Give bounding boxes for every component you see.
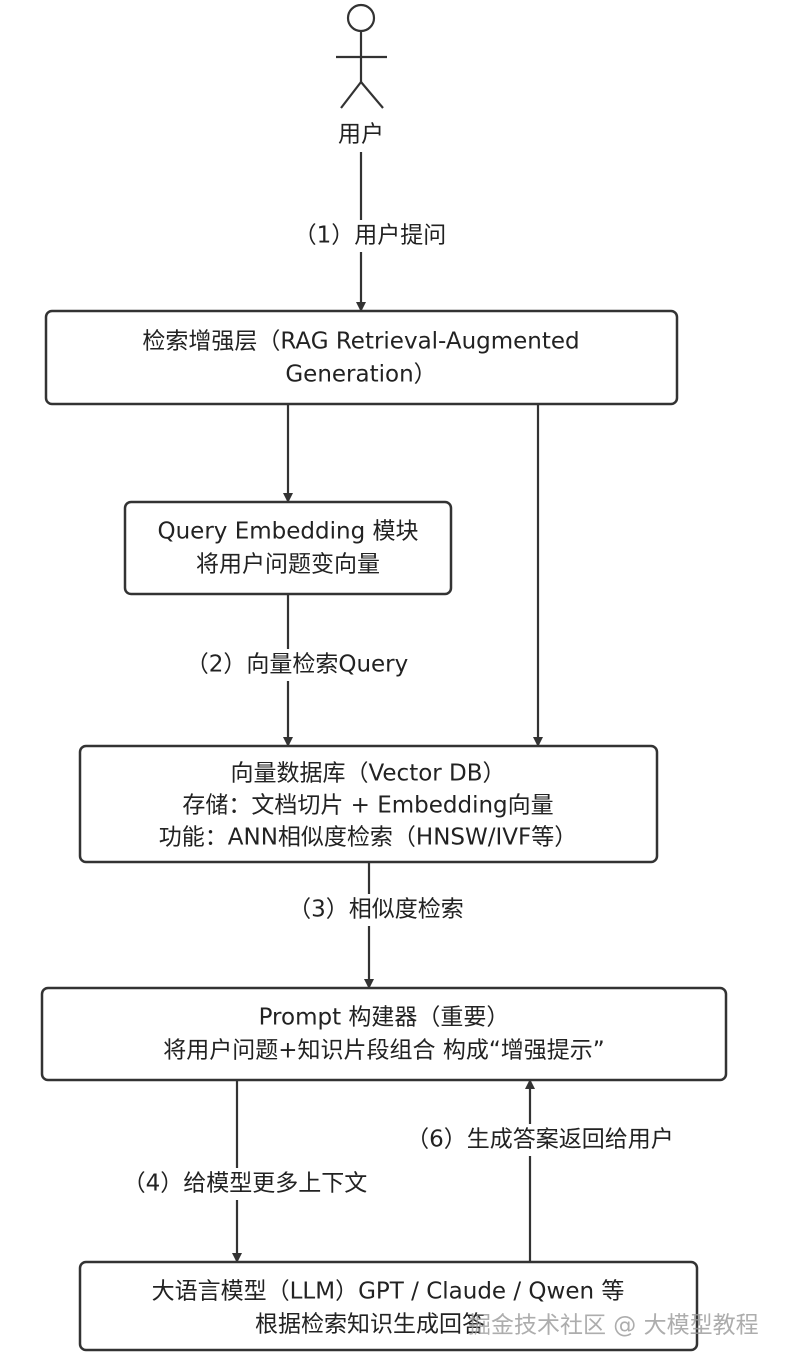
node-embedding-line-1: Query Embedding 模块 (158, 519, 419, 545)
watermark: 掘金技术社区 @ 大模型教程 (468, 1313, 759, 1339)
node-prompt-line-2: 将用户问题+知识片段组合 构成“增强提示” (163, 1038, 604, 1064)
node-prompt-line-1: Prompt 构建器（重要） (259, 1005, 510, 1031)
node-llm-line-1: 大语言模型（LLM）GPT / Claude / Qwen 等 (152, 1279, 625, 1305)
actor-label: 用户 (338, 122, 384, 148)
node-vectordb-line-1: 向量数据库（Vector DB） (230, 761, 505, 787)
node-llm: 大语言模型（LLM）GPT / Claude / Qwen 等 根据检索知识生成… (78, 1260, 699, 1352)
edge-label-4: （4）给模型更多上下文 (123, 1171, 368, 1197)
node-rag-line-2: Generation） (285, 362, 436, 388)
node-llm-line-2: 根据检索知识生成回答 (255, 1312, 485, 1338)
node-vectordb-line-2: 存储：文档切片 + Embedding向量 (182, 793, 553, 819)
edge-label-2: （2）向量检索Query (186, 652, 409, 678)
node-prompt-builder: Prompt 构建器（重要） 将用户问题+知识片段组合 构成“增强提示” (40, 986, 728, 1082)
edge-label-6: （6）生成答案返回给用户 (406, 1127, 674, 1153)
node-rag-line-1: 检索增强层（RAG Retrieval-Augmented (142, 329, 579, 355)
node-vectordb-line-3: 功能：ANN相似度检索（HNSW/IVF等） (159, 825, 577, 851)
node-embedding-line-2: 将用户问题变向量 (196, 552, 380, 578)
user-actor-icon (336, 3, 387, 109)
edge-label-3: （3）相似度检索 (288, 897, 464, 923)
node-rag-layer: 检索增强层（RAG Retrieval-Augmented Generation… (44, 309, 679, 406)
edge-label-1: （1）用户提问 (294, 223, 447, 249)
node-vector-db: 向量数据库（Vector DB） 存储：文档切片 + Embedding向量 功… (78, 744, 659, 864)
node-query-embedding: Query Embedding 模块 将用户问题变向量 (123, 500, 453, 596)
